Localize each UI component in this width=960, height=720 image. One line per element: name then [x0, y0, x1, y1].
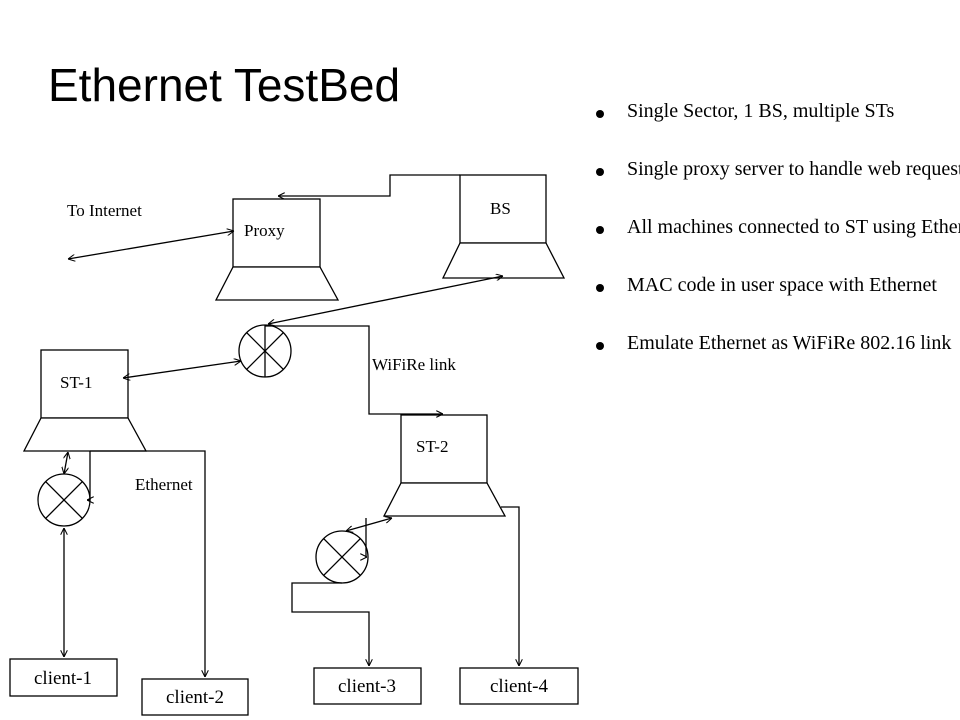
bullet-item: Single proxy server to handle web reques…	[596, 154, 960, 212]
bs-label: BS	[490, 199, 511, 218]
client-2-box: client-2	[141, 678, 249, 716]
client-3-label: client-3	[338, 676, 396, 697]
bullet-list: Single Sector, 1 BS, multiple STs Single…	[596, 96, 960, 386]
st2-computer-icon	[382, 414, 507, 517]
to-internet-label: To Internet	[67, 201, 142, 220]
st1-label: ST-1	[60, 373, 92, 392]
ethernet-label: Ethernet	[135, 475, 193, 494]
client-2-label: client-2	[166, 687, 224, 708]
bullet-item: All machines connected to ST using Ether…	[596, 212, 960, 270]
wifire-link-label: WiFiRe link	[372, 355, 456, 374]
client-1-label: client-1	[34, 668, 92, 689]
client-4-box: client-4	[459, 667, 579, 705]
bs-computer-icon	[441, 174, 566, 279]
st1-switch-icon	[37, 473, 91, 527]
proxy-computer-icon	[214, 198, 340, 301]
proxy-label: Proxy	[244, 221, 285, 240]
bullet-item: MAC code in user space with Ethernet	[596, 270, 960, 328]
st1-computer-icon	[22, 349, 148, 452]
st2-label: ST-2	[416, 437, 448, 456]
bullet-item: Emulate Ethernet as WiFiRe 802.16 link	[596, 328, 960, 386]
connection-lines	[64, 174, 519, 677]
slide-title: Ethernet TestBed	[48, 59, 401, 111]
client-1-box: client-1	[9, 658, 118, 697]
bullet-item: Single Sector, 1 BS, multiple STs	[596, 96, 960, 154]
client-4-label: client-4	[490, 676, 549, 697]
st2-switch-icon	[315, 530, 369, 584]
client-3-box: client-3	[313, 667, 422, 705]
